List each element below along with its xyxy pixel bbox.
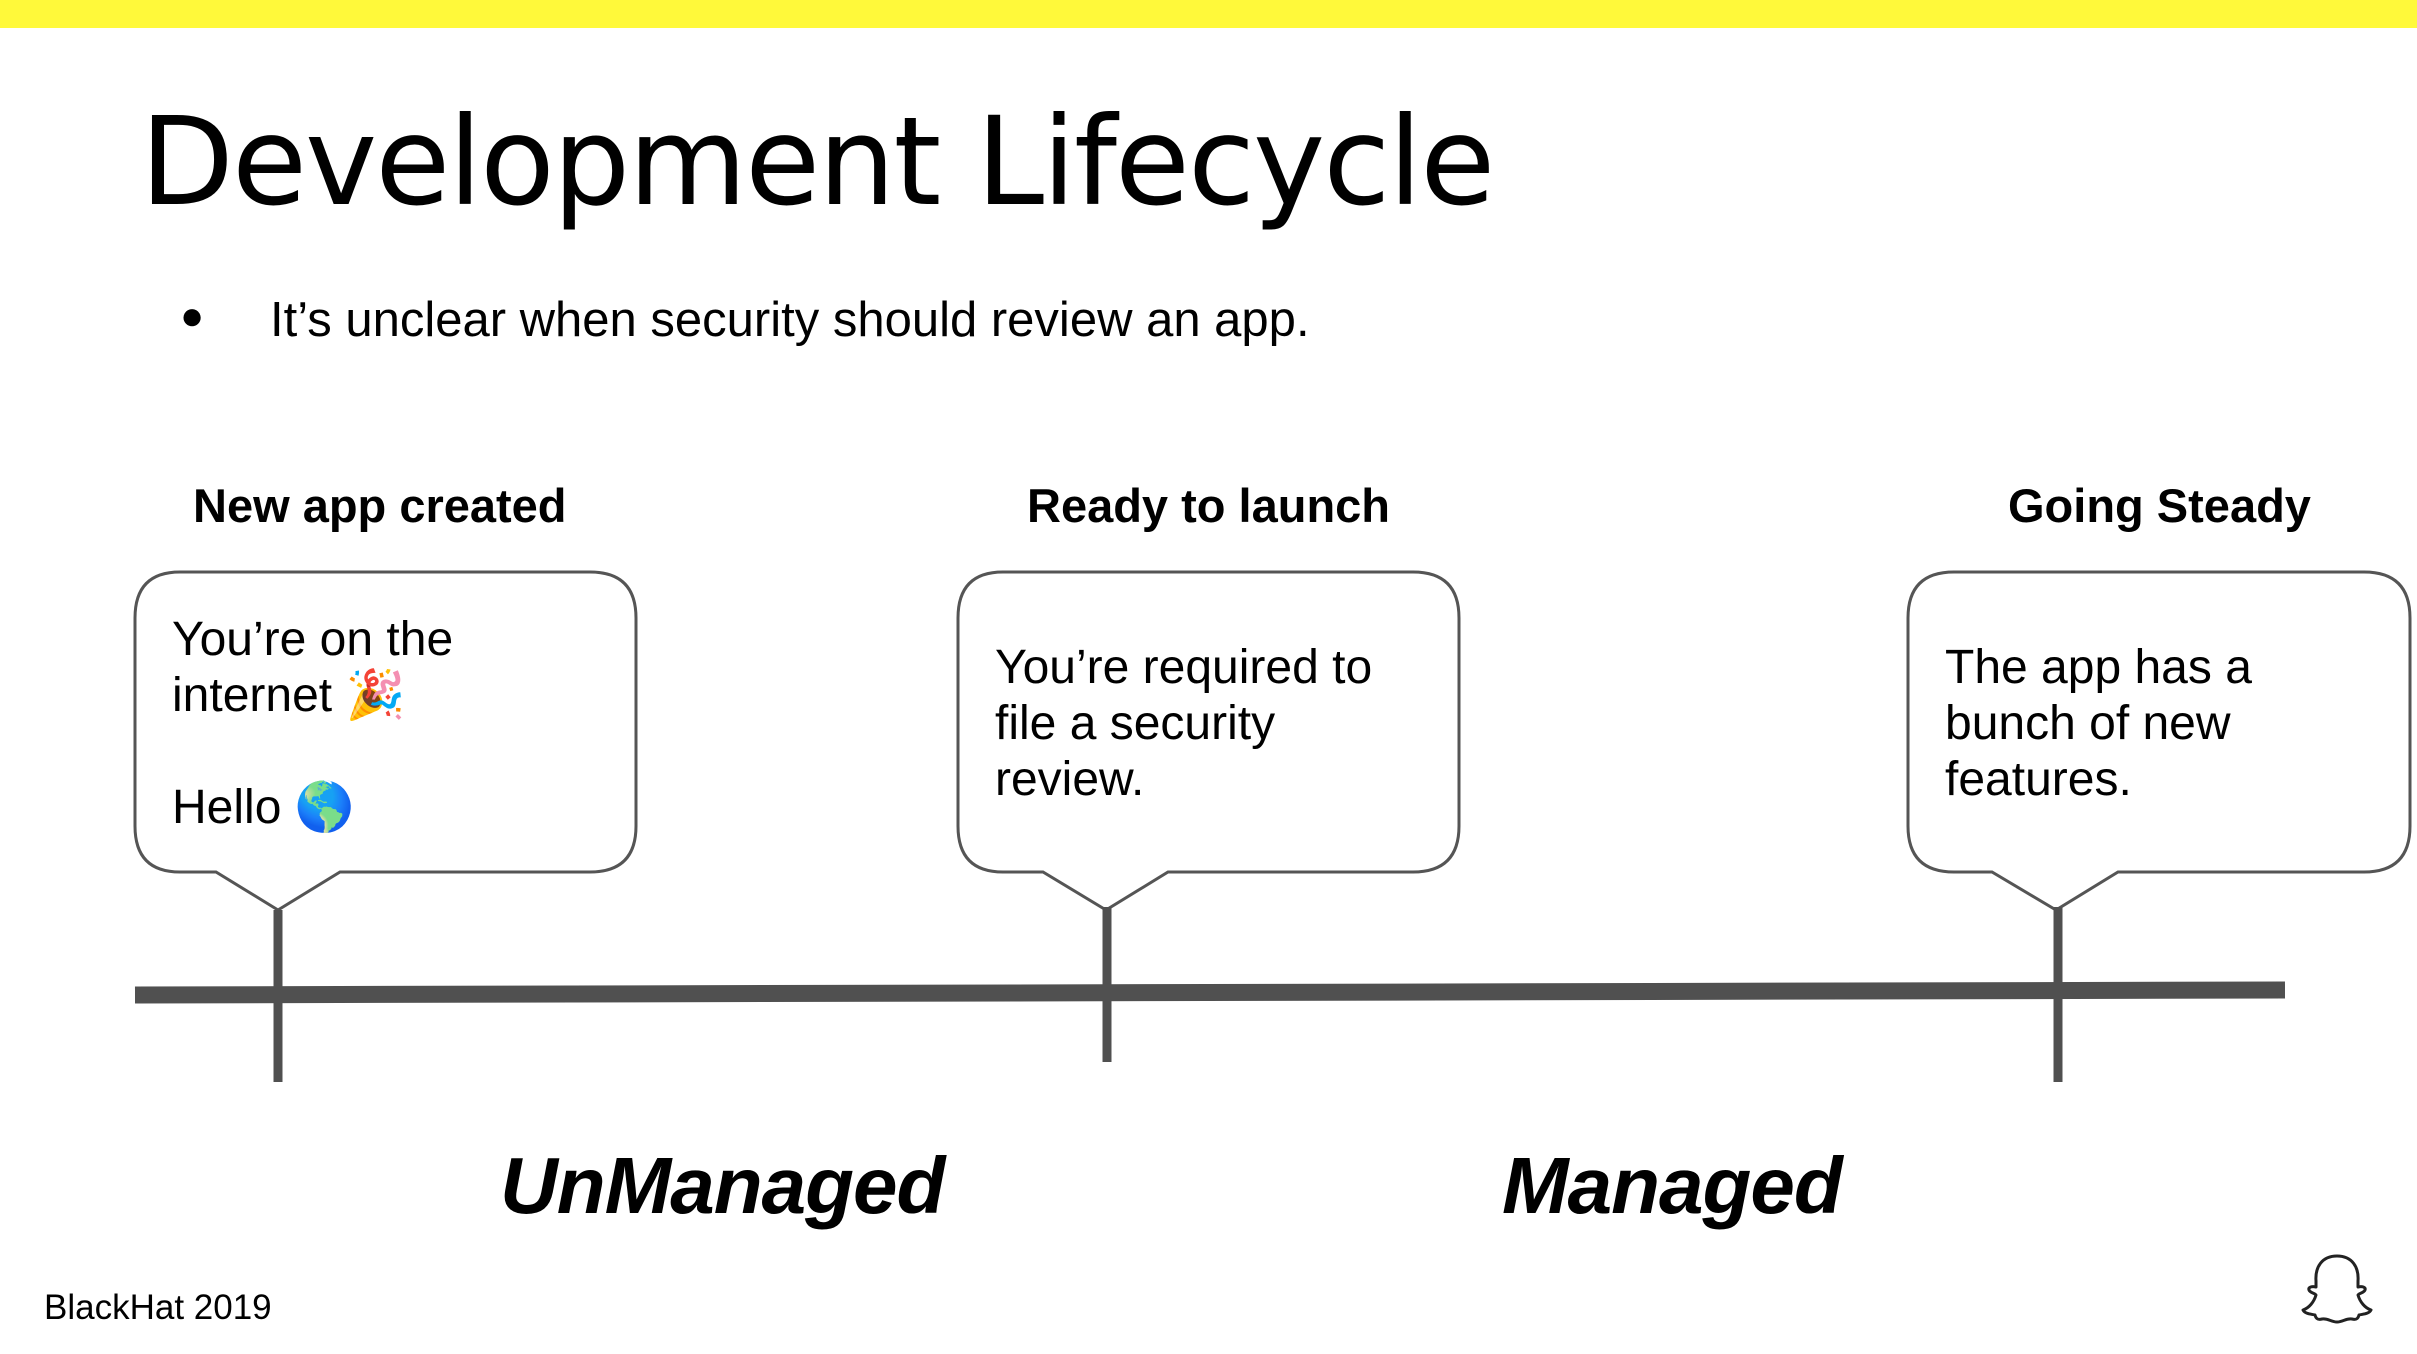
footer-label: BlackHat 2019 [44,1288,272,1327]
callout-text-ready-to-launch: You’re required to file a security revie… [995,641,1373,806]
snapchat-ghost-icon [2301,1254,2373,1324]
callout-text-new-app: You’re on the internet 🎉 Hello 🌎 [172,613,454,834]
callout-box-ready-to-launch [956,570,1461,912]
stage-label-new-app: New app created [193,479,567,532]
bullet-icon: ● [180,294,205,338]
stage-label-going-steady: Going Steady [2008,479,2311,532]
top-accent-bar [0,0,2417,28]
callout-box-new-app [133,570,638,912]
bullet-text: It’s unclear when security should review… [270,293,1310,347]
callout-box-going-steady [1906,570,2412,912]
stage-label-ready-to-launch: Ready to launch [1027,479,1391,532]
timeline-axis [134,981,2286,1004]
slide-title: Development Lifecycle [140,91,1495,233]
zone-label-managed: Managed [1502,1141,1843,1230]
zone-label-unmanaged: UnManaged [500,1141,945,1230]
callout-text-going-steady: The app has a bunch of new features. [1945,641,2252,806]
